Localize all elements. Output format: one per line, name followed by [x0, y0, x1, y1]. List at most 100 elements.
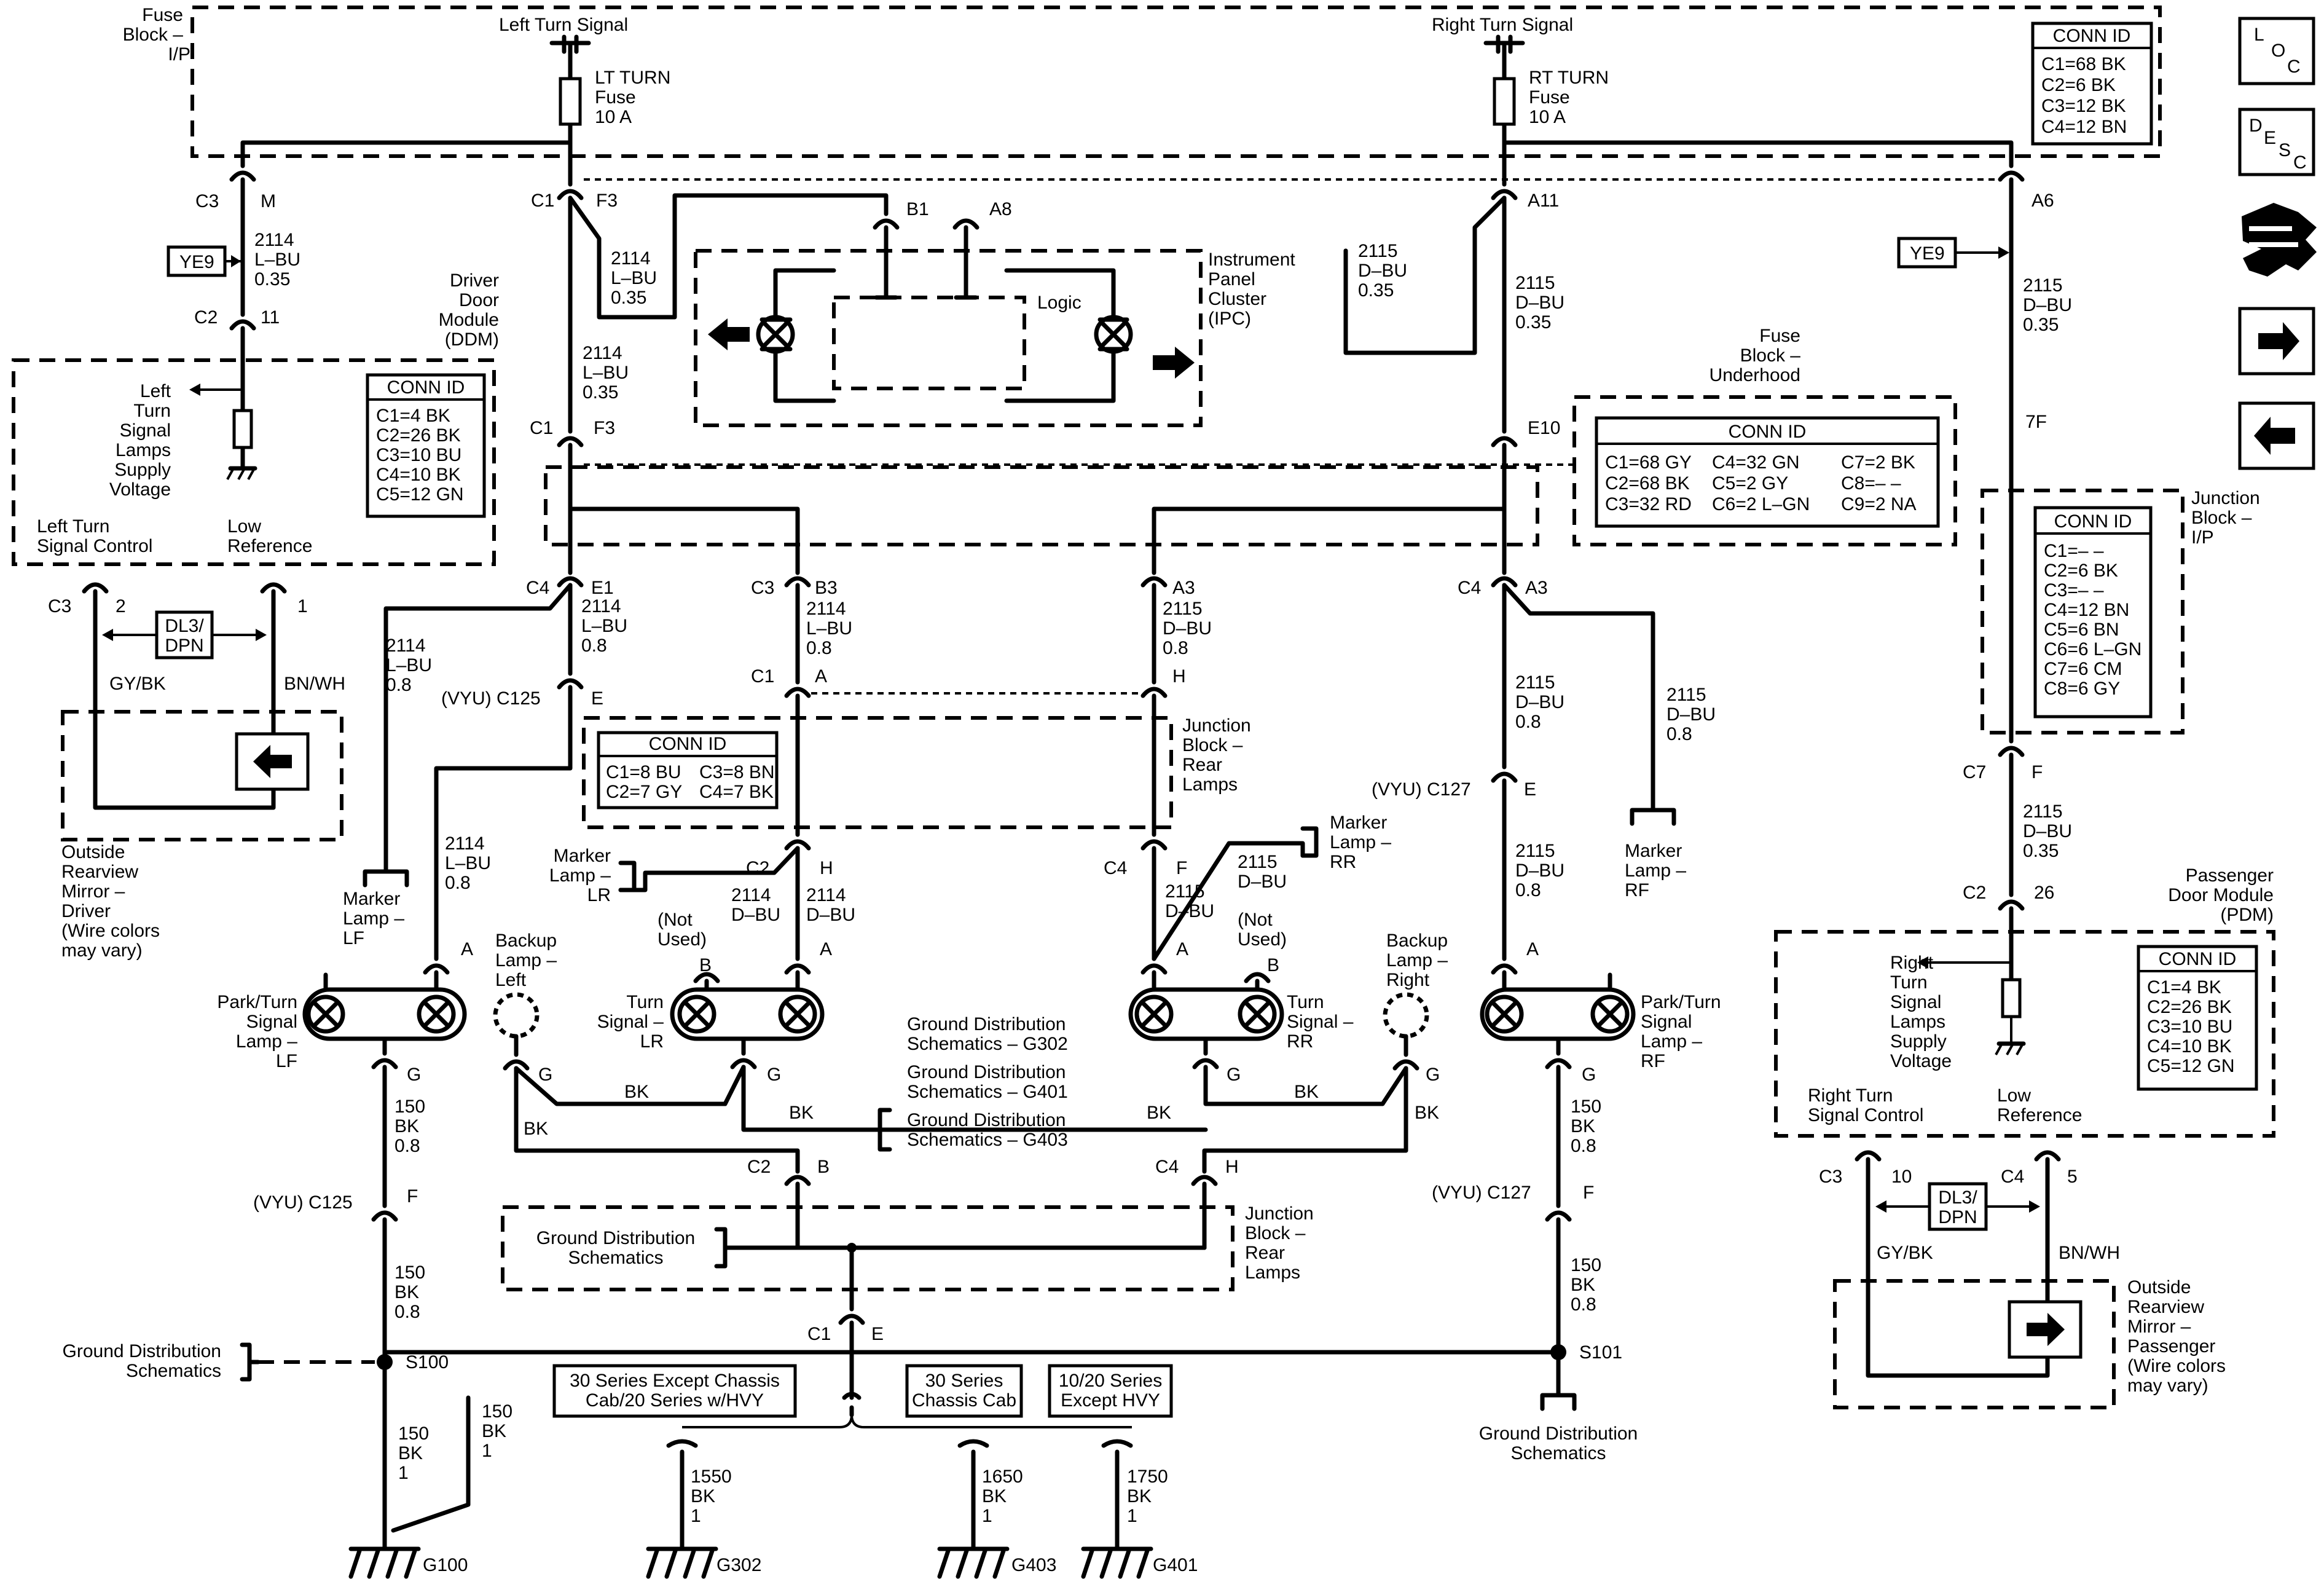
svg-text:C8=6 GY: C8=6 GY: [2044, 679, 2120, 699]
svg-text:DL3/: DL3/: [1938, 1187, 1977, 1208]
svg-text:Except HVY: Except HVY: [1061, 1390, 1160, 1411]
ground-g403: [940, 1549, 1007, 1577]
svg-text:G100: G100: [423, 1555, 468, 1575]
svg-text:C7: C7: [1963, 762, 1986, 782]
svg-text:GY/BK: GY/BK: [109, 674, 166, 694]
ground-g401: [1083, 1549, 1151, 1577]
svg-text:C1: C1: [807, 1324, 831, 1344]
svg-text:BK: BK: [524, 1119, 548, 1139]
svg-text:CONN ID: CONN ID: [1729, 422, 1807, 442]
svg-text:C4: C4: [1155, 1157, 1179, 1177]
svg-text:Chassis Cab: Chassis Cab: [912, 1390, 1016, 1411]
ddm-conn-id: CONN ID C1=4 BK C2=26 BK C3=10 BU C4=10 …: [366, 373, 486, 518]
svg-text:A6: A6: [2032, 191, 2054, 211]
svg-text:C3=– –: C3=– –: [2044, 580, 2104, 600]
lt-fuse-feed-ddm: [240, 140, 573, 168]
backup-lamp-right: G: [1383, 992, 1440, 1085]
dl3-dpn-right: DL3/ DPN: [1875, 1182, 2040, 1231]
svg-text:(VYU) C127: (VYU) C127: [1432, 1183, 1531, 1203]
svg-text:E10: E10: [1528, 418, 1560, 438]
svg-text:F3: F3: [594, 418, 615, 438]
svg-text:C2=6 BK: C2=6 BK: [2044, 561, 2118, 581]
fuse-underhood-conn-id: CONN ID C1=68 GY C2=68 BK C3=32 RD C4=32…: [1595, 416, 1940, 528]
turn-signal-lamp-lr: B A G: [670, 939, 832, 1085]
svg-text:C7=2 BK: C7=2 BK: [1841, 452, 1915, 473]
tools-icon[interactable]: [2242, 203, 2317, 277]
svg-text:YE9: YE9: [179, 252, 214, 272]
svg-text:BK: BK: [1147, 1103, 1171, 1123]
svg-text:C3=12 BK: C3=12 BK: [2041, 96, 2126, 116]
svg-text:C3: C3: [48, 596, 71, 616]
svg-text:C2=26 BK: C2=26 BK: [2147, 997, 2232, 1017]
svg-text:C1=– –: C1=– –: [2044, 541, 2104, 561]
svg-text:C2: C2: [194, 307, 218, 328]
park-turn-lamp-rf: A G: [1480, 939, 1636, 1085]
svg-text:BK: BK: [624, 1082, 649, 1102]
right-turn-signal-label: Right Turn Signal: [1432, 15, 1573, 35]
loc-icon[interactable]: L O C: [2238, 17, 2315, 85]
svg-text:C4=32 GN: C4=32 GN: [1712, 452, 1800, 473]
park-turn-lamp-lf: A G: [302, 939, 473, 1085]
svg-text:C4: C4: [1458, 578, 1481, 598]
svg-text:C3=8 BN: C3=8 BN: [699, 762, 775, 782]
svg-text:E: E: [591, 688, 603, 709]
svg-text:DL3/: DL3/: [165, 616, 204, 636]
ipc-box: [694, 249, 1203, 427]
svg-text:30 Series Except Chassis: 30 Series Except Chassis: [570, 1371, 780, 1391]
arrow-right-icon[interactable]: [2238, 307, 2315, 376]
arrow-left-icon[interactable]: [2238, 401, 2315, 470]
svg-text:G: G: [407, 1065, 421, 1085]
svg-text:C2: C2: [746, 858, 769, 878]
svg-text:C4=12 BN: C4=12 BN: [2044, 600, 2129, 620]
arrow-right-icon: [1153, 347, 1195, 379]
svg-text:10/20 Series: 10/20 Series: [1059, 1371, 1162, 1391]
svg-text:CONN ID: CONN ID: [649, 734, 727, 754]
svg-text:11: 11: [261, 307, 280, 328]
conn-c3-m: C3: [195, 191, 219, 211]
ddm-box: [12, 358, 496, 566]
svg-text:C9=2 NA: C9=2 NA: [1841, 494, 1917, 514]
svg-text:B: B: [699, 955, 712, 975]
junction-rear-box: [582, 716, 1173, 829]
svg-text:E: E: [2264, 128, 2276, 148]
series-30-box: 30 Series Except Chassis Cab/20 Series w…: [552, 1364, 797, 1418]
wire-2114-to-ipc: [568, 193, 889, 320]
svg-text:G: G: [1582, 1065, 1596, 1085]
svg-text:C1=68 GY: C1=68 GY: [1605, 452, 1692, 473]
svg-text:G302: G302: [716, 1555, 761, 1575]
desc-icon[interactable]: D E S C: [2238, 108, 2315, 176]
marker-lamp-lf: [363, 869, 409, 888]
svg-text:10: 10: [1891, 1167, 1912, 1187]
svg-text:C4: C4: [1104, 858, 1127, 878]
ground-g100: [351, 1549, 418, 1577]
marker-lamp-lr: [618, 860, 637, 892]
svg-text:A: A: [815, 666, 827, 687]
svg-text:C8=– –: C8=– –: [1841, 473, 1901, 494]
